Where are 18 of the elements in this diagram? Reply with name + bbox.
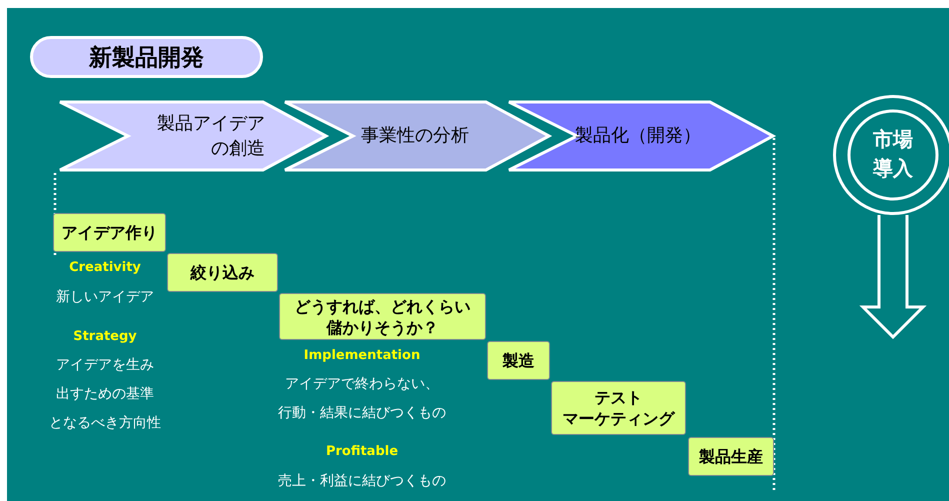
- step-box: アイデア作り: [53, 213, 166, 252]
- description-text: 新しいアイデア: [55, 288, 155, 307]
- step-box: 絞り込み: [167, 253, 278, 292]
- process-band: 製品化（開発）: [507, 100, 775, 172]
- description-text: アイデアを生み出すための基準となるべき方向性: [49, 356, 161, 433]
- process-band: 事業性の分析: [283, 100, 551, 172]
- process-band: 製品アイデアの創造: [58, 100, 328, 172]
- title-pill: 新製品開発: [30, 36, 263, 78]
- step-box: テストマーケティング: [551, 381, 686, 435]
- description-text: 売上・利益に結びつくもの: [277, 472, 447, 491]
- keyword-heading: Creativity: [68, 259, 142, 277]
- step-box: どうすれば、どれくらい儲かりそうか？: [279, 293, 486, 340]
- step-box: 製造: [487, 341, 550, 380]
- step-box: 製品生産: [688, 437, 774, 476]
- keyword-heading: Profitable: [324, 443, 400, 461]
- description-text: アイデアで終わらない、行動・結果に結びつくもの: [277, 375, 447, 423]
- keyword-heading: Implementation: [302, 347, 422, 365]
- keyword-heading: Strategy: [72, 328, 138, 346]
